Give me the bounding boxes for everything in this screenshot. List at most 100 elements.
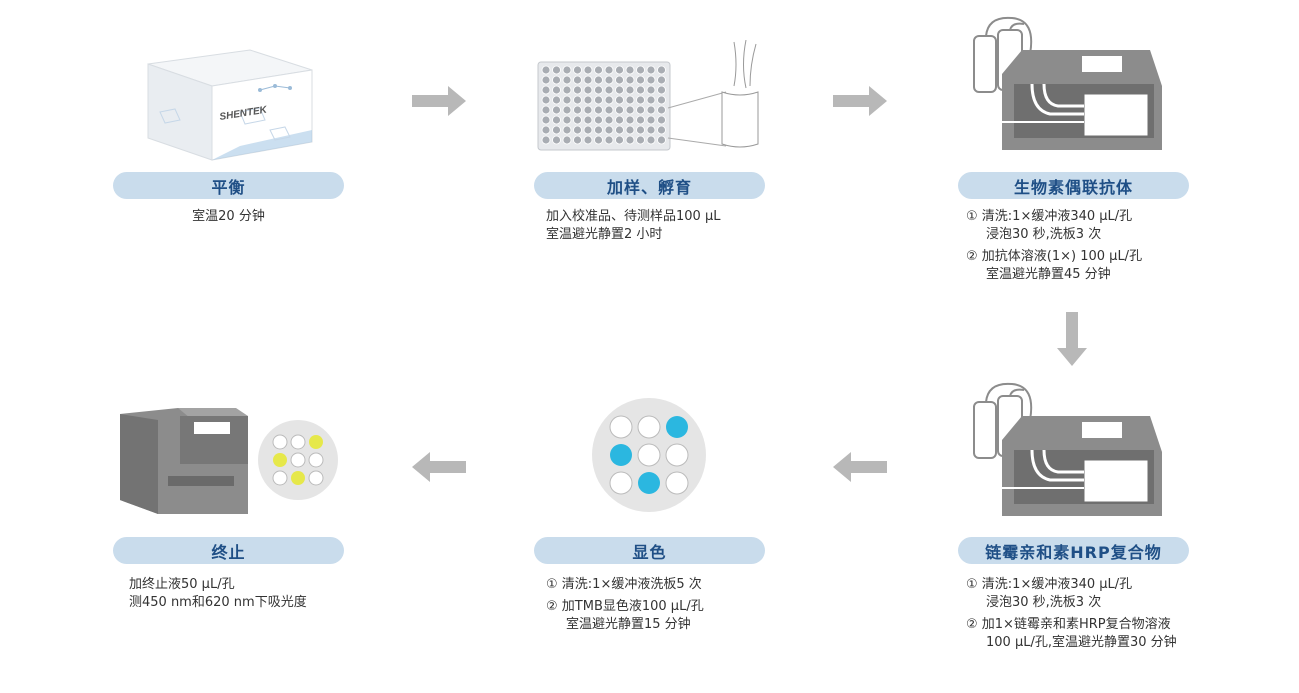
plate-well xyxy=(657,85,666,95)
plate-well xyxy=(646,135,656,145)
plate-well xyxy=(646,125,656,135)
plate-well xyxy=(541,135,551,145)
step-1-desc: 室温20 分钟 xyxy=(113,208,344,226)
plate-well xyxy=(615,75,624,85)
step-6-line-1: 加终止液50 μL/孔 xyxy=(129,577,235,592)
plate-well xyxy=(573,85,582,95)
plate-well xyxy=(573,135,582,145)
step-2-title: 加样、孵育 xyxy=(534,172,765,199)
plate-well xyxy=(636,105,645,115)
plate-well xyxy=(583,75,593,85)
plate-well xyxy=(604,85,614,95)
step-3-title: 生物素偶联抗体 xyxy=(958,172,1189,199)
arrow-left-icon xyxy=(412,452,466,482)
plate-well xyxy=(541,75,551,85)
plate-well xyxy=(583,135,593,145)
microplate-image xyxy=(536,40,766,152)
plate-well xyxy=(625,105,635,115)
plate-well xyxy=(646,75,656,85)
plate-well xyxy=(552,65,561,75)
plate-well xyxy=(594,135,603,145)
plate-well xyxy=(604,95,614,105)
plate-well xyxy=(541,115,551,125)
step-3-line-1: ① 清洗:1×缓冲液340 μL/孔 xyxy=(966,209,1133,224)
plate-well xyxy=(552,135,561,145)
step-3-desc: ① 清洗:1×缓冲液340 μL/孔 浸泡30 秒,洗板3 次 ② 加抗体溶液(… xyxy=(966,208,1142,284)
plate-washer-image xyxy=(972,14,1172,154)
plate-well xyxy=(604,115,614,125)
plate-well xyxy=(615,125,624,135)
plate-well xyxy=(636,115,645,125)
plate-well xyxy=(657,115,666,125)
plate-well xyxy=(646,115,656,125)
plate-well xyxy=(594,95,603,105)
plate-well xyxy=(552,75,561,85)
step-1-title: 平衡 xyxy=(113,172,344,199)
step-4-desc: ① 清洗:1×缓冲液340 μL/孔 浸泡30 秒,洗板3 次 ② 加1×链霉亲… xyxy=(966,576,1177,652)
plate-well xyxy=(573,65,582,75)
step-5-line-2: ② 加TMB显色液100 μL/孔 xyxy=(546,599,704,614)
step-5-line-1: ① 清洗:1×缓冲液洗板5 次 xyxy=(546,577,702,592)
plate-well xyxy=(636,85,645,95)
plate-well xyxy=(552,95,561,105)
arrow-left-icon xyxy=(833,452,887,482)
step-6-title: 终止 xyxy=(113,537,344,564)
plate-well xyxy=(541,85,551,95)
plate-well xyxy=(657,125,666,135)
plate-well xyxy=(541,65,551,75)
plate-well xyxy=(552,85,561,95)
plate-well xyxy=(583,95,593,105)
plate-well xyxy=(573,105,582,115)
plate-well xyxy=(657,95,666,105)
plate-well xyxy=(594,65,603,75)
step-4-line-4: 100 μL/孔,室温避光静置30 分钟 xyxy=(986,635,1177,650)
plate-well xyxy=(573,75,582,85)
step-2-line-2: 室温避光静置2 小时 xyxy=(546,227,663,242)
plate-well xyxy=(636,65,645,75)
plate-well xyxy=(594,105,603,115)
plate-well xyxy=(604,105,614,115)
plate-well xyxy=(646,65,656,75)
step-6-line-2: 测450 nm和620 nm下吸光度 xyxy=(129,595,307,610)
plate-well xyxy=(562,65,572,75)
plate-well xyxy=(562,95,572,105)
color-wells-image xyxy=(590,396,708,514)
step-6-desc: 加终止液50 μL/孔 测450 nm和620 nm下吸光度 xyxy=(129,576,307,612)
plate-well xyxy=(583,85,593,95)
plate-well xyxy=(636,95,645,105)
plate-well xyxy=(604,125,614,135)
step-5-line-3: 室温避光静置15 分钟 xyxy=(566,617,691,632)
plate-well xyxy=(615,135,624,145)
plate-well xyxy=(562,105,572,115)
plate-well xyxy=(552,115,561,125)
step-5-title: 显色 xyxy=(534,537,765,564)
plate-well xyxy=(615,65,624,75)
plate-well xyxy=(657,105,666,115)
step-2-line-1: 加入校准品、待测样品100 μL xyxy=(546,209,721,224)
plate-well xyxy=(625,135,635,145)
step-1-line-1: 室温20 分钟 xyxy=(192,209,265,224)
plate-well xyxy=(594,125,603,135)
plate-well xyxy=(625,65,635,75)
plate-well xyxy=(636,135,645,145)
kit-box-image: SHENTEK xyxy=(140,42,320,162)
plate-well xyxy=(604,75,614,85)
plate-well xyxy=(646,85,656,95)
step-2-desc: 加入校准品、待测样品100 μL 室温避光静置2 小时 xyxy=(546,208,720,244)
plate-well xyxy=(573,115,582,125)
plate-well xyxy=(657,75,666,85)
plate-well xyxy=(625,95,635,105)
plate-well xyxy=(583,105,593,115)
plate-well xyxy=(636,75,645,85)
step-5-desc: ① 清洗:1×缓冲液洗板5 次 ② 加TMB显色液100 μL/孔 室温避光静置… xyxy=(546,576,704,634)
plate-well xyxy=(562,125,572,135)
plate-well xyxy=(615,115,624,125)
plate-well xyxy=(657,65,666,75)
plate-well xyxy=(657,135,666,145)
plate-well xyxy=(573,125,582,135)
step-3-line-3: ② 加抗体溶液(1×) 100 μL/孔 xyxy=(966,249,1143,264)
arrow-down-icon xyxy=(1057,312,1087,366)
plate-well xyxy=(541,125,551,135)
plate-well xyxy=(615,105,624,115)
plate-well xyxy=(594,115,603,125)
